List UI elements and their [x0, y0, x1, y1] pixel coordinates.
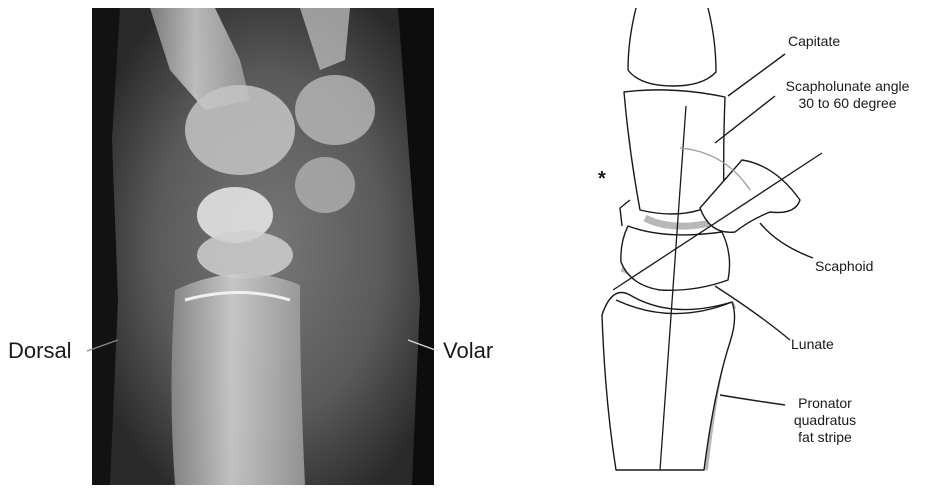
dorsal-lip — [620, 200, 630, 226]
capitate-label: Capitate — [788, 33, 840, 50]
scaphoid-label: Scaphoid — [815, 258, 873, 275]
pronator-label-line1: Pronator — [770, 395, 880, 412]
dorsal-label: Dorsal — [8, 338, 72, 364]
volar-label: Volar — [443, 338, 493, 364]
radius-outline — [602, 293, 735, 471]
capitate-outline — [624, 90, 725, 214]
scapholunate-angle-label: Scapholunate angle 30 to 60 degree — [770, 78, 925, 112]
asterisk-marker: * — [598, 168, 606, 191]
pronator-label-line2: quadratus — [770, 412, 880, 429]
carpal-capitate — [185, 85, 295, 175]
radius-bone-xray — [172, 274, 306, 485]
scaphoid-leader — [760, 223, 813, 258]
carpal-scaphoid-xray — [295, 157, 355, 213]
pronator-label-line3: fat stripe — [770, 429, 880, 446]
carpal-proximal-row — [197, 231, 293, 279]
angle-label-line2: 30 to 60 degree — [770, 95, 925, 112]
carpal-trapezium — [295, 75, 375, 145]
pronator-label: Pronator quadratus fat stripe — [770, 395, 880, 446]
xray-image — [92, 8, 434, 485]
angle-label-line1: Scapholunate angle — [770, 78, 925, 95]
capitate-joint-highlight — [645, 218, 715, 226]
lunate-label: Lunate — [791, 336, 834, 353]
metacarpal-outline — [628, 8, 716, 86]
